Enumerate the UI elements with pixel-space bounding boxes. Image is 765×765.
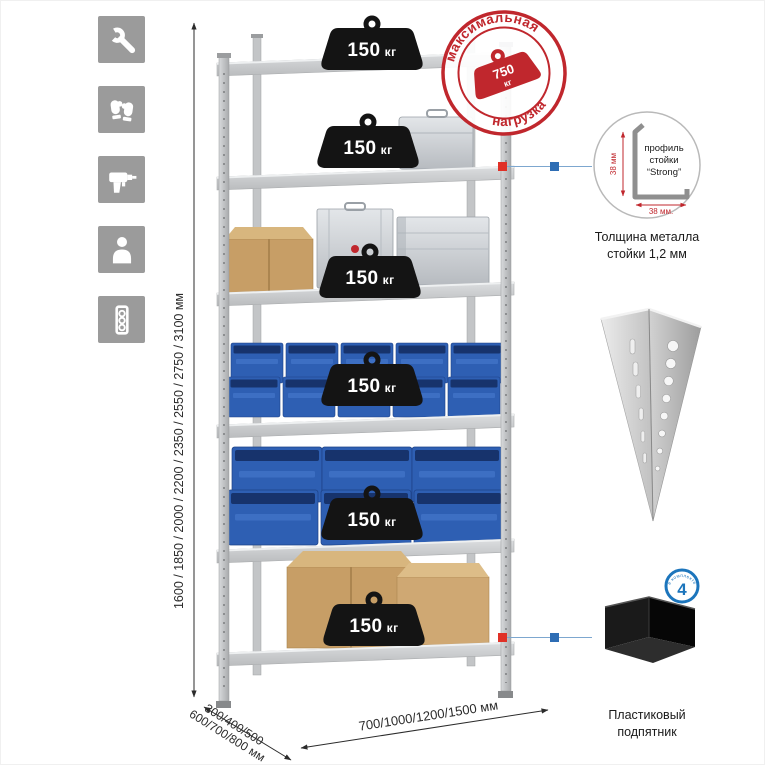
callout-top [498,162,592,171]
weight-icon [321,351,423,406]
weight-icon [317,113,419,168]
dimension-depth: 300/400/500 600/700/800 мм [187,701,292,764]
drill-icon [108,172,136,193]
front-left-post [216,53,231,708]
load-value: 150 [347,510,381,531]
load-unit: кг [384,45,397,59]
badge-number: 4 [677,580,687,599]
angle-profile-icon [632,123,690,200]
stamp-weight-value: 750 [491,61,517,83]
profile-label-1: профиль [644,143,683,154]
profile-label-2: стойки [649,155,678,166]
load-value: 150 [347,376,381,397]
callout-bottom [498,633,592,642]
foot-caption-line1: Пластиковый [608,708,686,722]
profile-caption: Толщина металла стойки 1,2 мм [572,229,722,263]
person-icon [112,236,131,263]
weight-icon [321,15,423,70]
dimension-width: 700/1000/1200/1500 мм [300,697,549,750]
quantity-badge: в комплекте 4 [664,568,700,604]
profile-label-3: “Strong” [647,167,681,178]
profile-caption-line1: Толщина металла [594,230,700,244]
load-unit: кг [384,381,397,395]
cardboard-box-small [224,227,314,294]
weight-icon [321,485,423,540]
blue-marker-top [550,162,559,171]
max-load-stamp: максимальная нагрузка 750 кг [419,1,588,158]
icon-tile-drill [98,156,145,203]
profile-caption-line2: стойки 1,2 мм [607,247,687,261]
load-unit: кг [380,143,393,157]
blue-marker-bottom [550,633,559,642]
load-unit: кг [384,515,397,529]
height-dimension-label: 1600 / 1850 / 2000 / 2200 / 2350 / 2550 … [172,293,186,609]
shelf-2 [216,165,515,191]
red-marker-top [498,162,507,171]
weight-icon [323,591,425,646]
level-icon [114,304,129,335]
icon-tile-gloves [98,86,145,133]
load-value: 150 [347,40,381,61]
dimension-height: 1600 / 1850 / 2000 / 2200 / 2350 / 2550 … [172,22,197,698]
load-unit: кг [382,273,395,287]
stamp-weight-unit: кг [502,77,513,89]
shelf-4 [216,413,515,439]
load-value: 150 [349,616,383,637]
profile-detail: 38 мм 38 мм. профиль стойки “Strong” [593,111,701,219]
icon-tile-level [98,296,145,343]
foot-caption-line2: подпятник [617,725,677,739]
icon-tile-wrench [98,16,145,63]
wrench-icon [108,26,135,53]
load-value: 150 [343,138,377,159]
foot-caption: Пластиковый подпятник [572,707,722,741]
load-unit: кг [386,621,399,635]
weight-icon [319,243,421,298]
perforated-post-image [600,307,702,522]
profile-dim-vertical: 38 мм [609,153,618,175]
aluminum-case [398,109,474,170]
icon-tile-person [98,226,145,273]
load-value: 150 [345,268,379,289]
plastic-foot-image [604,596,696,663]
profile-dim-horizontal: 38 мм. [649,207,673,216]
red-marker-bottom [498,633,507,642]
gloves-icon [110,99,133,121]
